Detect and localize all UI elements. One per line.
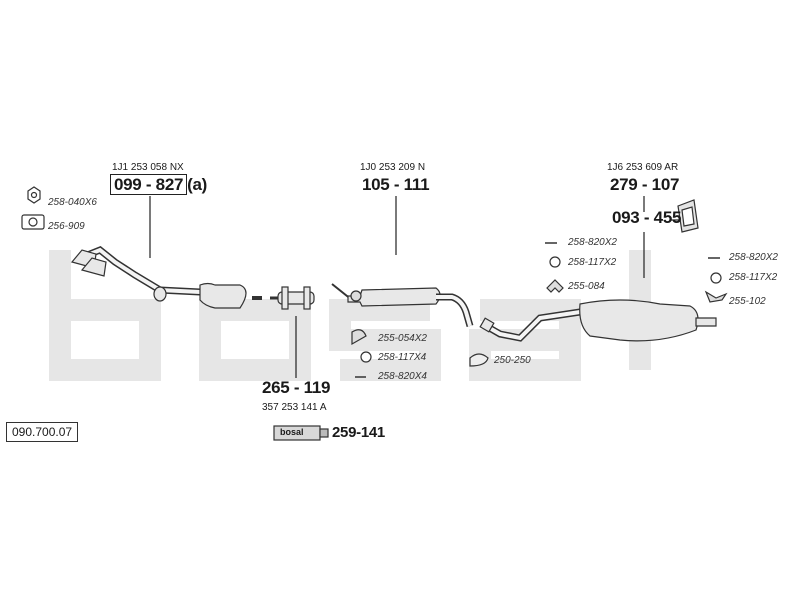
acc-255-054[interactable]: 255-054X2 bbox=[378, 333, 427, 344]
acc-258-820-rear[interactable]: 258-820X2 bbox=[568, 237, 617, 248]
paste-label: bosal bbox=[280, 427, 304, 437]
middle-silencer-105-111 bbox=[331, 283, 474, 327]
acc-255-084[interactable]: 255-084 bbox=[568, 281, 605, 292]
part-number-front-value: 099 - 827 bbox=[110, 174, 188, 195]
paste-tube-icon bbox=[273, 425, 329, 441]
clamp-265-119 bbox=[270, 286, 315, 310]
clamp-255-054-icon bbox=[351, 329, 367, 346]
oe-number-front: 1J1 253 058 NX bbox=[112, 162, 184, 173]
hanger-255-102-icon bbox=[704, 290, 728, 303]
diagram-number: 090.700.07 bbox=[6, 422, 79, 442]
oe-number-middle: 1J0 253 209 N bbox=[360, 162, 426, 173]
part-number-rear[interactable]: 279 - 107 bbox=[610, 175, 680, 194]
acc-258-117-rear[interactable]: 258-117X2 bbox=[568, 257, 617, 268]
acc-258-117-tail[interactable]: 258-117X2 bbox=[729, 272, 778, 283]
part-number-middle[interactable]: 105 - 111 bbox=[362, 175, 430, 194]
clamp-250-250-icon bbox=[469, 353, 489, 367]
acc-255-102[interactable]: 255-102 bbox=[729, 296, 766, 307]
acc-258-820-mid[interactable]: 258-820X4 bbox=[378, 371, 427, 382]
part-number-front[interactable]: 099 - 827(a) bbox=[110, 174, 208, 195]
front-pipe-099-827 bbox=[70, 245, 262, 309]
part-number-clamp[interactable]: 265 - 119 bbox=[262, 378, 331, 397]
acc-258-117-mid[interactable]: 258-117X4 bbox=[378, 352, 427, 363]
acc-258-040[interactable]: 258-040X6 bbox=[48, 197, 97, 208]
acc-250-250[interactable]: 250-250 bbox=[494, 355, 531, 366]
rear-silencer-279-107 bbox=[479, 299, 717, 342]
ring-icon-tail bbox=[710, 272, 722, 284]
bosal-watermark bbox=[49, 250, 651, 381]
part-number-paste[interactable]: 259-141 bbox=[332, 424, 385, 441]
acc-258-820-tail[interactable]: 258-820X2 bbox=[729, 252, 778, 263]
ring-icon-rear bbox=[549, 256, 561, 268]
heat-shield-093-455-icon bbox=[677, 199, 699, 233]
hanger-255-084-icon bbox=[546, 279, 564, 293]
acc-256-909[interactable]: 256-909 bbox=[48, 221, 85, 232]
oe-number-rear: 1J6 253 609 AR bbox=[607, 162, 679, 173]
part-number-front-suffix: (a) bbox=[187, 175, 208, 194]
oe-number-clamp: 357 253 141 A bbox=[262, 402, 327, 413]
part-number-heat-shield[interactable]: 093 - 455 bbox=[612, 208, 682, 227]
ring-icon-mid bbox=[360, 351, 372, 363]
